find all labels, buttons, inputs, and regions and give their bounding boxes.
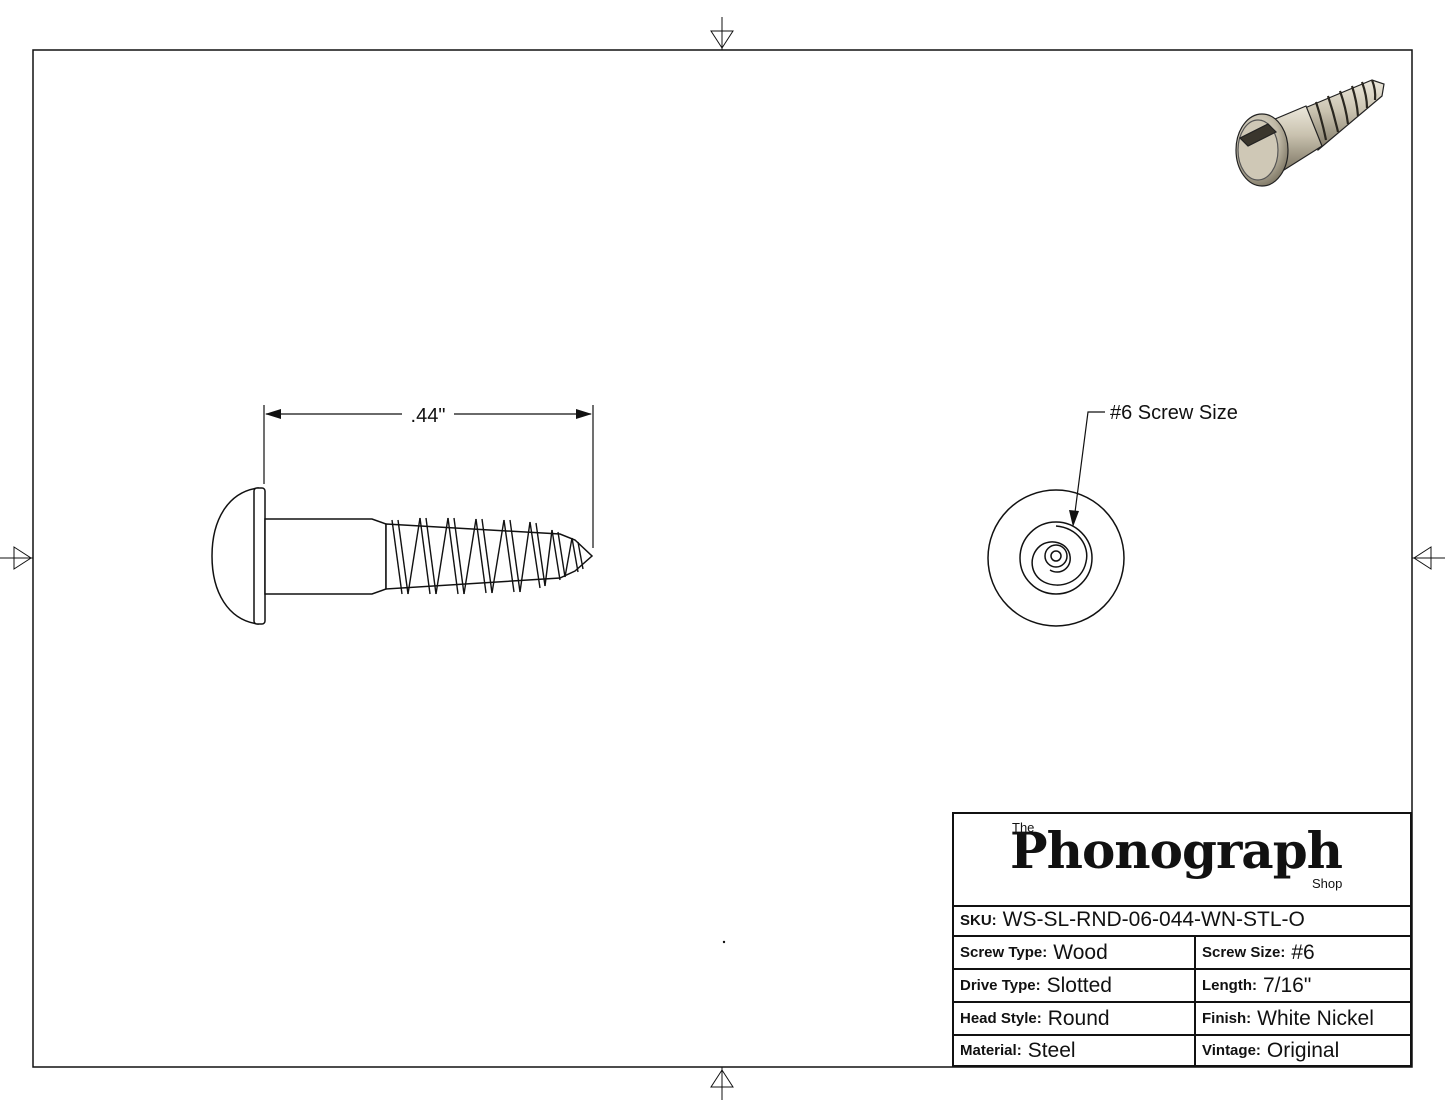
- spec-label: Material:: [960, 1042, 1022, 1059]
- spec-label: Length:: [1202, 977, 1257, 994]
- cell-divider: [1194, 970, 1196, 1001]
- cell-divider: [1194, 937, 1196, 968]
- spec-label: Screw Size:: [1202, 944, 1286, 961]
- spec-label: Head Style:: [960, 1010, 1042, 1027]
- spec-label: Finish:: [1202, 1010, 1252, 1027]
- spec-label: Screw Type:: [960, 944, 1048, 961]
- spec-label: Drive Type:: [960, 977, 1041, 994]
- logo: The Phonograph Shop: [954, 814, 1410, 907]
- screw-side-view: [211, 487, 594, 625]
- screw-isometric-render: [1235, 79, 1385, 187]
- spec-label: Vintage:: [1202, 1042, 1261, 1059]
- length-dimension-label: .44": [411, 405, 446, 427]
- sku-label: SKU:: [960, 911, 997, 929]
- spec-row: Screw Type: Wood Screw Size: #6: [954, 937, 1410, 970]
- spec-value: Original: [1266, 1038, 1340, 1062]
- centering-mark-right: [1412, 546, 1445, 570]
- screw-end-view: [987, 489, 1125, 627]
- spec-row: Drive Type: Slotted Length: 7/16": [954, 970, 1410, 1003]
- spec-value: White Nickel: [1257, 1006, 1374, 1030]
- cell-divider: [1194, 1036, 1196, 1065]
- spec-value: Slotted: [1046, 973, 1112, 997]
- size-callout-label: #6 Screw Size: [1110, 402, 1238, 424]
- spec-value: Wood: [1053, 940, 1108, 964]
- centering-mark-top: [710, 17, 734, 50]
- spec-value: Steel: [1027, 1038, 1076, 1062]
- logo-suffix: Shop: [1312, 876, 1343, 891]
- length-dimension: [263, 405, 594, 548]
- spec-value: Round: [1047, 1006, 1110, 1030]
- sku-value: WS-SL-RND-06-044-WN-STL-O: [1002, 908, 1305, 931]
- size-callout-leader: [1069, 411, 1105, 527]
- cell-divider: [1194, 1003, 1196, 1034]
- logo-name: Phonograph: [1010, 821, 1343, 880]
- logo-prefix: The: [1012, 820, 1035, 835]
- stray-mark: [722, 940, 726, 944]
- spec-value: #6: [1291, 940, 1315, 964]
- title-block: The Phonograph Shop SKU: WS-SL-RND-06-04…: [952, 812, 1412, 1067]
- spec-row: Material: Steel Vintage: Original: [954, 1036, 1410, 1065]
- spec-value: 7/16": [1262, 973, 1312, 997]
- spec-row: Head Style: Round Finish: White Nickel: [954, 1003, 1410, 1036]
- centering-mark-bottom: [710, 1067, 734, 1100]
- centering-mark-left: [0, 546, 33, 570]
- sku-row: SKU: WS-SL-RND-06-044-WN-STL-O: [954, 905, 1410, 937]
